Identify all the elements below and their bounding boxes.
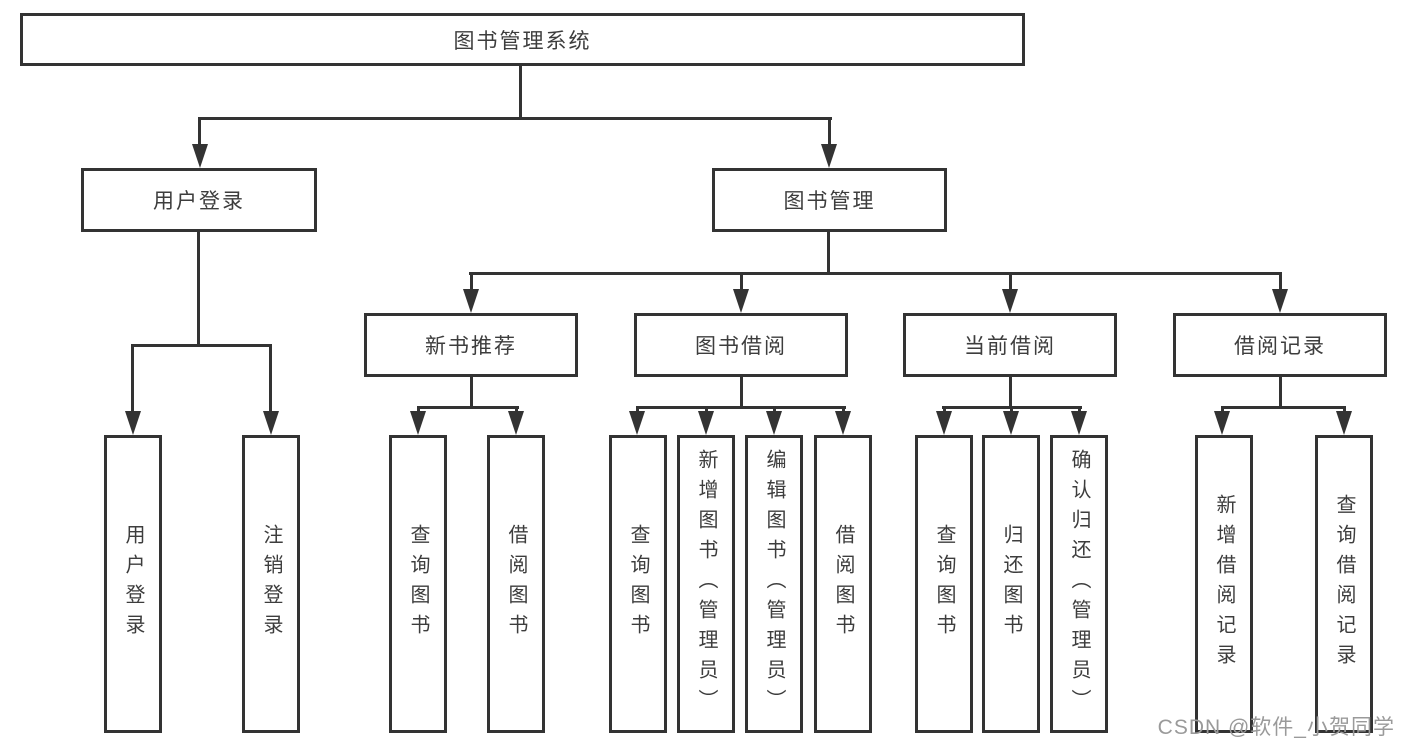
connector-stem: [417, 406, 420, 414]
arrow-down: [629, 411, 645, 435]
arrow-down: [410, 411, 426, 435]
arrow-down: [125, 411, 141, 435]
connector-stem: [515, 406, 518, 414]
arrow-down: [1003, 411, 1019, 435]
arrow-down: [1002, 289, 1018, 313]
connector-stem: [269, 344, 272, 414]
leaf-label: 确认归还（管理员）: [1068, 449, 1090, 719]
connector-stem: [1279, 272, 1282, 292]
connector-stem: [827, 232, 830, 274]
node-root: 图书管理系统: [20, 13, 1025, 66]
leaf-query-books-borrow: 查询图书: [609, 435, 667, 733]
connector-stem: [470, 377, 473, 408]
leaf-label: 归还图书: [1000, 524, 1022, 644]
leaf-label: 新增借阅记录: [1213, 494, 1235, 674]
connector-stem: [197, 232, 200, 346]
connector-bar: [417, 406, 519, 409]
arrow-down: [1272, 289, 1288, 313]
connector-stem: [705, 406, 708, 414]
connector-stem: [740, 272, 743, 292]
connector-stem: [943, 406, 946, 414]
connector-stem: [470, 272, 473, 292]
connector-bar: [636, 406, 846, 409]
connector-stem: [1343, 406, 1346, 414]
arrow-down: [1336, 411, 1352, 435]
leaf-label: 用户登录: [122, 524, 144, 644]
connector-stem: [519, 66, 522, 120]
connector-stem: [1009, 272, 1012, 292]
leaf-label: 借阅图书: [505, 524, 527, 644]
connector-stem: [636, 406, 639, 414]
connector-bar: [469, 272, 1282, 275]
leaf-label: 查询图书: [627, 524, 649, 644]
node-new-book-recommend: 新书推荐: [364, 313, 578, 377]
node-user-login: 用户登录: [81, 168, 317, 232]
arrow-down: [508, 411, 524, 435]
leaf-query-books-current: 查询图书: [915, 435, 973, 733]
arrow-down: [1071, 411, 1087, 435]
leaf-return-book: 归还图书: [982, 435, 1040, 733]
leaf-borrow-books-recommend: 借阅图书: [487, 435, 545, 733]
arrow-down: [1214, 411, 1230, 435]
leaf-confirm-return-admin: 确认归还（管理员）: [1050, 435, 1108, 733]
node-current-borrow: 当前借阅: [903, 313, 1117, 377]
watermark: CSDN @软件_小贺同学: [1157, 716, 1395, 739]
leaf-add-borrow-record: 新增借阅记录: [1195, 435, 1253, 733]
leaf-label: 借阅图书: [832, 524, 854, 644]
leaf-borrow-books: 借阅图书: [814, 435, 872, 733]
leaf-user-login: 用户登录: [104, 435, 162, 733]
leaf-label: 查询图书: [407, 524, 429, 644]
connector-bar: [198, 117, 832, 120]
connector-stem: [1009, 377, 1012, 408]
connector-stem: [842, 406, 845, 414]
node-book-borrow: 图书借阅: [634, 313, 848, 377]
leaf-logout: 注销登录: [242, 435, 300, 733]
leaf-label: 查询图书: [933, 524, 955, 644]
connector-bar: [131, 344, 272, 347]
connector-stem: [1010, 406, 1013, 414]
arrow-down: [698, 411, 714, 435]
connector-stem: [198, 117, 201, 147]
leaf-label: 注销登录: [260, 524, 282, 644]
leaf-label: 编辑图书（管理员）: [763, 449, 785, 719]
arrow-down: [733, 289, 749, 313]
connector-stem: [828, 117, 831, 147]
connector-stem: [1078, 406, 1081, 414]
connector-stem: [131, 344, 134, 414]
arrow-down: [192, 144, 208, 168]
arrow-down: [835, 411, 851, 435]
leaf-label: 查询借阅记录: [1333, 494, 1355, 674]
arrow-down: [936, 411, 952, 435]
arrow-down: [263, 411, 279, 435]
leaf-query-borrow-record: 查询借阅记录: [1315, 435, 1373, 733]
connector-stem: [773, 406, 776, 414]
connector-stem: [1221, 406, 1224, 414]
leaf-add-book-admin: 新增图书（管理员）: [677, 435, 735, 733]
arrow-down: [463, 289, 479, 313]
connector-bar: [1221, 406, 1346, 409]
node-borrow-records: 借阅记录: [1173, 313, 1387, 377]
leaf-label: 新增图书（管理员）: [695, 449, 717, 719]
arrow-down: [766, 411, 782, 435]
leaf-query-books-recommend: 查询图书: [389, 435, 447, 733]
connector-stem: [740, 377, 743, 408]
arrow-down: [821, 144, 837, 168]
connector-stem: [1279, 377, 1282, 408]
node-book-management: 图书管理: [712, 168, 947, 232]
leaf-edit-book-admin: 编辑图书（管理员）: [745, 435, 803, 733]
